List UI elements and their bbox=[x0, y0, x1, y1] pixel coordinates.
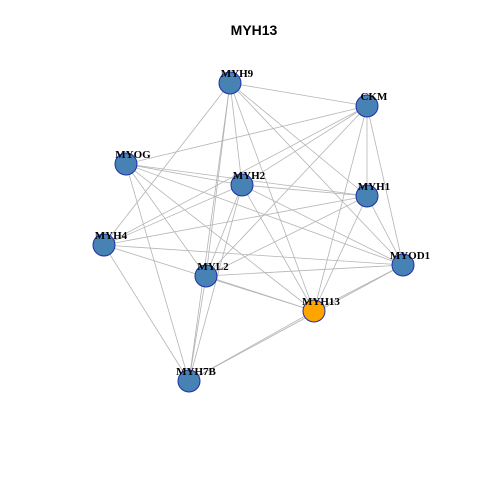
edge-myog-myh7b bbox=[125, 163, 190, 382]
node-myl2: MYL2 bbox=[194, 261, 229, 288]
node-label-myod1: MYOD1 bbox=[390, 250, 430, 262]
edge-myh9-myod1 bbox=[229, 82, 404, 266]
edge-ckm-myh2 bbox=[241, 105, 368, 186]
edge-ckm-myh4 bbox=[103, 105, 368, 246]
node-ckm: CKM bbox=[355, 91, 389, 118]
edge-myh9-myh2 bbox=[229, 82, 243, 186]
node-circle-myog bbox=[114, 152, 138, 176]
edge-myog-myh13 bbox=[125, 163, 315, 312]
node-circle-myh9 bbox=[218, 71, 242, 95]
edge-myog-myl2 bbox=[125, 163, 207, 277]
edge-myh9-myh1 bbox=[229, 82, 368, 197]
node-myod1: MYOD1 bbox=[390, 250, 430, 277]
edge-myh9-ckm bbox=[229, 82, 368, 107]
node-myh4: MYH4 bbox=[92, 230, 128, 257]
edge-myog-myh2 bbox=[125, 163, 243, 186]
edge-myh9-myh7b bbox=[188, 82, 231, 382]
edge-myog-myod1 bbox=[125, 163, 404, 266]
node-label-myog: MYOG bbox=[115, 149, 151, 161]
node-myh1: MYH1 bbox=[355, 181, 390, 208]
graph-title: MYH13 bbox=[231, 22, 278, 38]
node-circle-myh7b bbox=[177, 369, 201, 393]
node-myh7b: MYH7B bbox=[176, 366, 217, 393]
edge-ckm-myog bbox=[125, 105, 368, 165]
edge-myh9-myh4 bbox=[103, 82, 231, 246]
edge-myh4-myod1 bbox=[103, 244, 404, 266]
edge-myh1-myh13 bbox=[313, 195, 368, 312]
edge-myh2-myh1 bbox=[241, 184, 368, 197]
node-label-myl2: MYL2 bbox=[197, 261, 229, 273]
node-label-ckm: CKM bbox=[361, 91, 389, 103]
edge-myh2-myl2 bbox=[205, 184, 243, 277]
node-label-myh4: MYH4 bbox=[95, 230, 128, 242]
node-circle-ckm bbox=[355, 94, 379, 118]
edge-myh4-myh7b bbox=[103, 244, 190, 382]
node-myog: MYOG bbox=[114, 149, 151, 176]
edge-myh13-myh7b bbox=[188, 310, 315, 382]
edge-myod1-myh7b bbox=[188, 264, 404, 382]
node-circle-myh2 bbox=[230, 173, 254, 197]
edge-myod1-myl2 bbox=[205, 264, 404, 277]
node-circle-myl2 bbox=[194, 264, 218, 288]
edge-myh1-myl2 bbox=[205, 195, 368, 277]
node-myh9: MYH9 bbox=[218, 68, 254, 95]
node-label-myh2: MYH2 bbox=[233, 170, 266, 182]
edge-ckm-myl2 bbox=[205, 105, 368, 277]
node-circle-myh4 bbox=[92, 233, 116, 257]
node-circle-myod1 bbox=[391, 253, 415, 277]
node-myh2: MYH2 bbox=[230, 170, 266, 197]
node-label-myh1: MYH1 bbox=[358, 181, 390, 193]
node-label-myh7b: MYH7B bbox=[176, 366, 216, 378]
edge-myh2-myh7b bbox=[188, 184, 243, 382]
node-circle-myh1 bbox=[355, 184, 379, 208]
edge-myh9-myl2 bbox=[205, 82, 231, 277]
edge-myl2-myh7b bbox=[188, 275, 207, 382]
edge-myh1-myod1 bbox=[366, 195, 404, 266]
node-circle-myh13 bbox=[302, 299, 326, 323]
node-myh13: MYH13 bbox=[302, 296, 340, 323]
node-label-myh13: MYH13 bbox=[302, 296, 340, 308]
edge-layer bbox=[103, 82, 404, 382]
edge-myh2-myh13 bbox=[241, 184, 315, 312]
edge-myh9-myh13 bbox=[229, 82, 315, 312]
node-label-myh9: MYH9 bbox=[221, 68, 254, 80]
edge-myh2-myh4 bbox=[103, 184, 243, 246]
edge-ckm-myod1 bbox=[366, 105, 404, 266]
edge-ckm-myh13 bbox=[313, 105, 368, 312]
edge-myl2-myh13 bbox=[205, 275, 315, 312]
edge-myh2-myod1 bbox=[241, 184, 404, 266]
edge-myh1-myh4 bbox=[103, 195, 368, 246]
